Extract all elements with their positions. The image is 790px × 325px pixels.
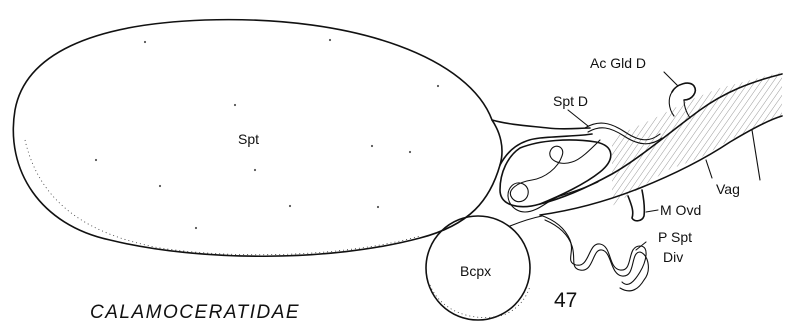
- family-title: CALAMOCERATIDAE: [90, 302, 300, 323]
- median-oviduct: [628, 190, 644, 221]
- figure-number: 47: [554, 289, 577, 312]
- label-ac-gld-d: Ac Gld D: [590, 55, 646, 71]
- label-div: Div: [663, 249, 683, 265]
- label-spt: Spt: [238, 131, 259, 147]
- label-vag: Vag: [716, 181, 740, 197]
- label-spt-d: Spt D: [553, 93, 588, 109]
- label-p-spt: P Spt: [658, 229, 692, 245]
- spermathecal-diverticulum: [540, 215, 648, 291]
- coiled-duct: [508, 140, 600, 212]
- label-m-ovd: M Ovd: [660, 202, 701, 218]
- inner-chamber: [500, 140, 611, 207]
- label-bcpx: Bcpx: [460, 263, 491, 279]
